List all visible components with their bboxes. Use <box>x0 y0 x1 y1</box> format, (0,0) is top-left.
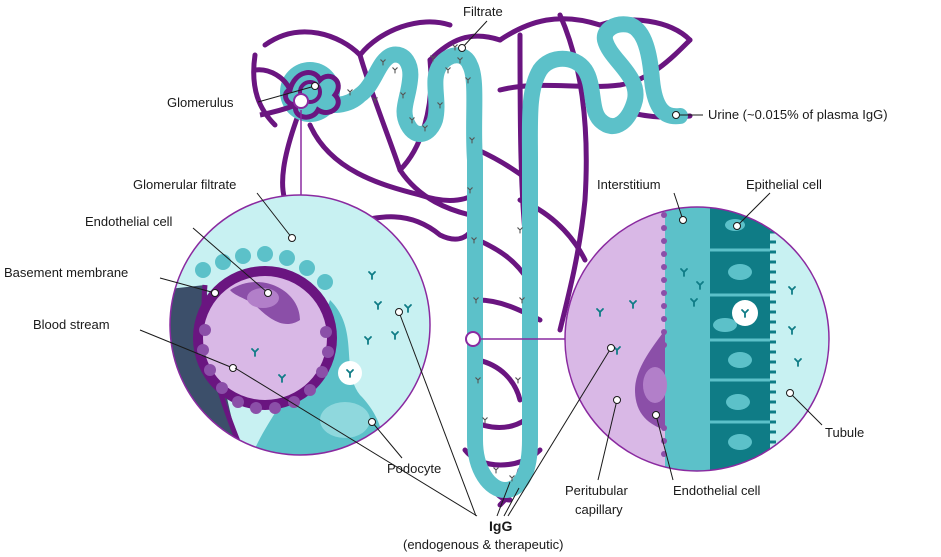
label-igg-title: IgG <box>489 518 512 534</box>
label-peritubular-capillary-line2: capillary <box>575 502 623 517</box>
label-peritubular-capillary-group: Peritubular capillary <box>565 396 629 517</box>
zoom-point-tubule <box>465 331 481 347</box>
label-blood-stream-group: Blood stream <box>33 317 237 372</box>
label-urine: Urine (~0.015% of plasma IgG) <box>708 107 888 122</box>
label-igg-group: IgG (endogenous & therapeutic) <box>234 308 615 552</box>
label-glomerular-filtrate: Glomerular filtrate <box>133 177 236 192</box>
label-endothelial-left-group: Endothelial cell <box>85 214 272 297</box>
label-podocyte-group: Podocyte <box>368 418 441 476</box>
label-endothelial-cell-right: Endothelial cell <box>673 483 761 498</box>
glomerulus <box>254 62 341 122</box>
label-igg-subtitle: (endogenous & therapeutic) <box>403 537 563 552</box>
renal-tubule <box>302 16 688 498</box>
label-podocyte: Podocyte <box>387 461 441 476</box>
label-basement-membrane: Basement membrane <box>4 265 128 280</box>
label-filtrate: Filtrate <box>463 4 503 19</box>
label-glomerulus: Glomerulus <box>167 95 234 110</box>
magnifier-tubule <box>564 206 830 472</box>
label-basement-membrane-group: Basement membrane <box>4 265 219 297</box>
label-peritubular-capillary-line1: Peritubular <box>565 483 629 498</box>
label-interstitium-group: Interstitium <box>597 177 687 224</box>
label-interstitium: Interstitium <box>597 177 661 192</box>
label-epithelial-cell-group: Epithelial cell <box>733 177 822 230</box>
label-tubule: Tubule <box>825 425 864 440</box>
magnifier-glomerulus <box>169 194 431 456</box>
label-glomerulus-group: Glomerulus <box>167 82 319 110</box>
label-endothelial-cell-left: Endothelial cell <box>85 214 173 229</box>
label-blood-stream: Blood stream <box>33 317 110 332</box>
label-tubule-group: Tubule <box>786 389 864 440</box>
label-urine-group: Urine (~0.015% of plasma IgG) <box>672 107 888 122</box>
label-glomerular-filtrate-group: Glomerular filtrate <box>133 177 296 242</box>
label-filtrate-group: Filtrate <box>458 4 503 52</box>
zoom-point-glomerulus <box>293 93 309 109</box>
label-epithelial-cell: Epithelial cell <box>746 177 822 192</box>
label-endothelial-right-group: Endothelial cell <box>652 411 761 498</box>
